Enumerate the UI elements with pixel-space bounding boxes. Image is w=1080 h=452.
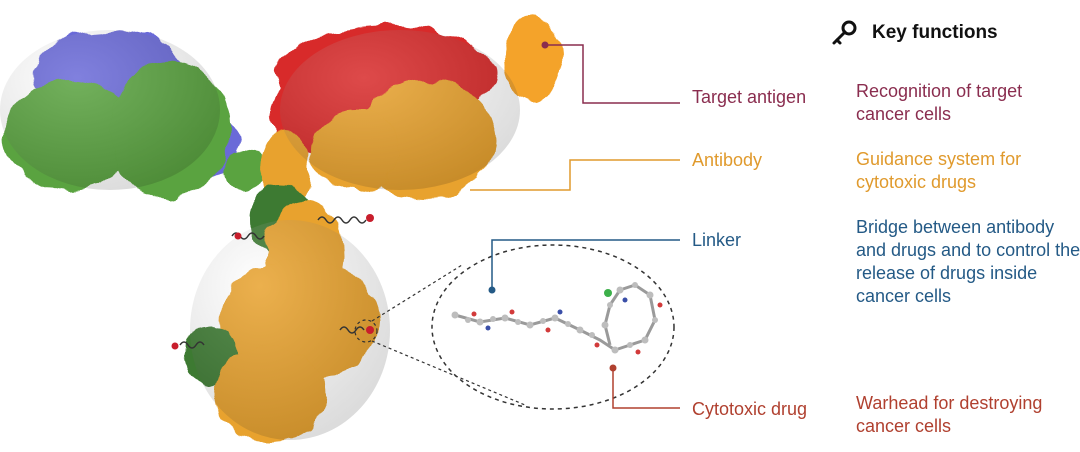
- function-target-antigen: Recognition of target cancer cells: [856, 81, 1023, 124]
- function-antibody: Guidance system for cytotoxic drugs: [856, 149, 1022, 192]
- function-cytotoxic-drug: Warhead for destroying cancer cells: [856, 393, 1043, 436]
- label-linker: Linker: [692, 230, 742, 250]
- target-antigen-shape: [502, 16, 562, 100]
- shading: [0, 30, 520, 440]
- key-functions-title: Key functions: [872, 22, 998, 43]
- label-target-antigen: Target antigen: [692, 87, 807, 107]
- hinge-green: [223, 150, 267, 190]
- label-antibody: Antibody: [692, 150, 763, 170]
- function-linker: Bridge between antibody and drugs and to…: [856, 217, 1080, 306]
- payload-upper: [231, 214, 374, 240]
- payload-lower: [171, 326, 374, 350]
- zoom-callout: [354, 244, 675, 410]
- molecule-structure: [451, 282, 663, 355]
- key-functions-heading: Key functions: [830, 20, 998, 46]
- leader-lines: [470, 41, 680, 409]
- label-cytotoxic-drug: Cytotoxic drug: [692, 399, 808, 419]
- key-icon: [832, 20, 857, 45]
